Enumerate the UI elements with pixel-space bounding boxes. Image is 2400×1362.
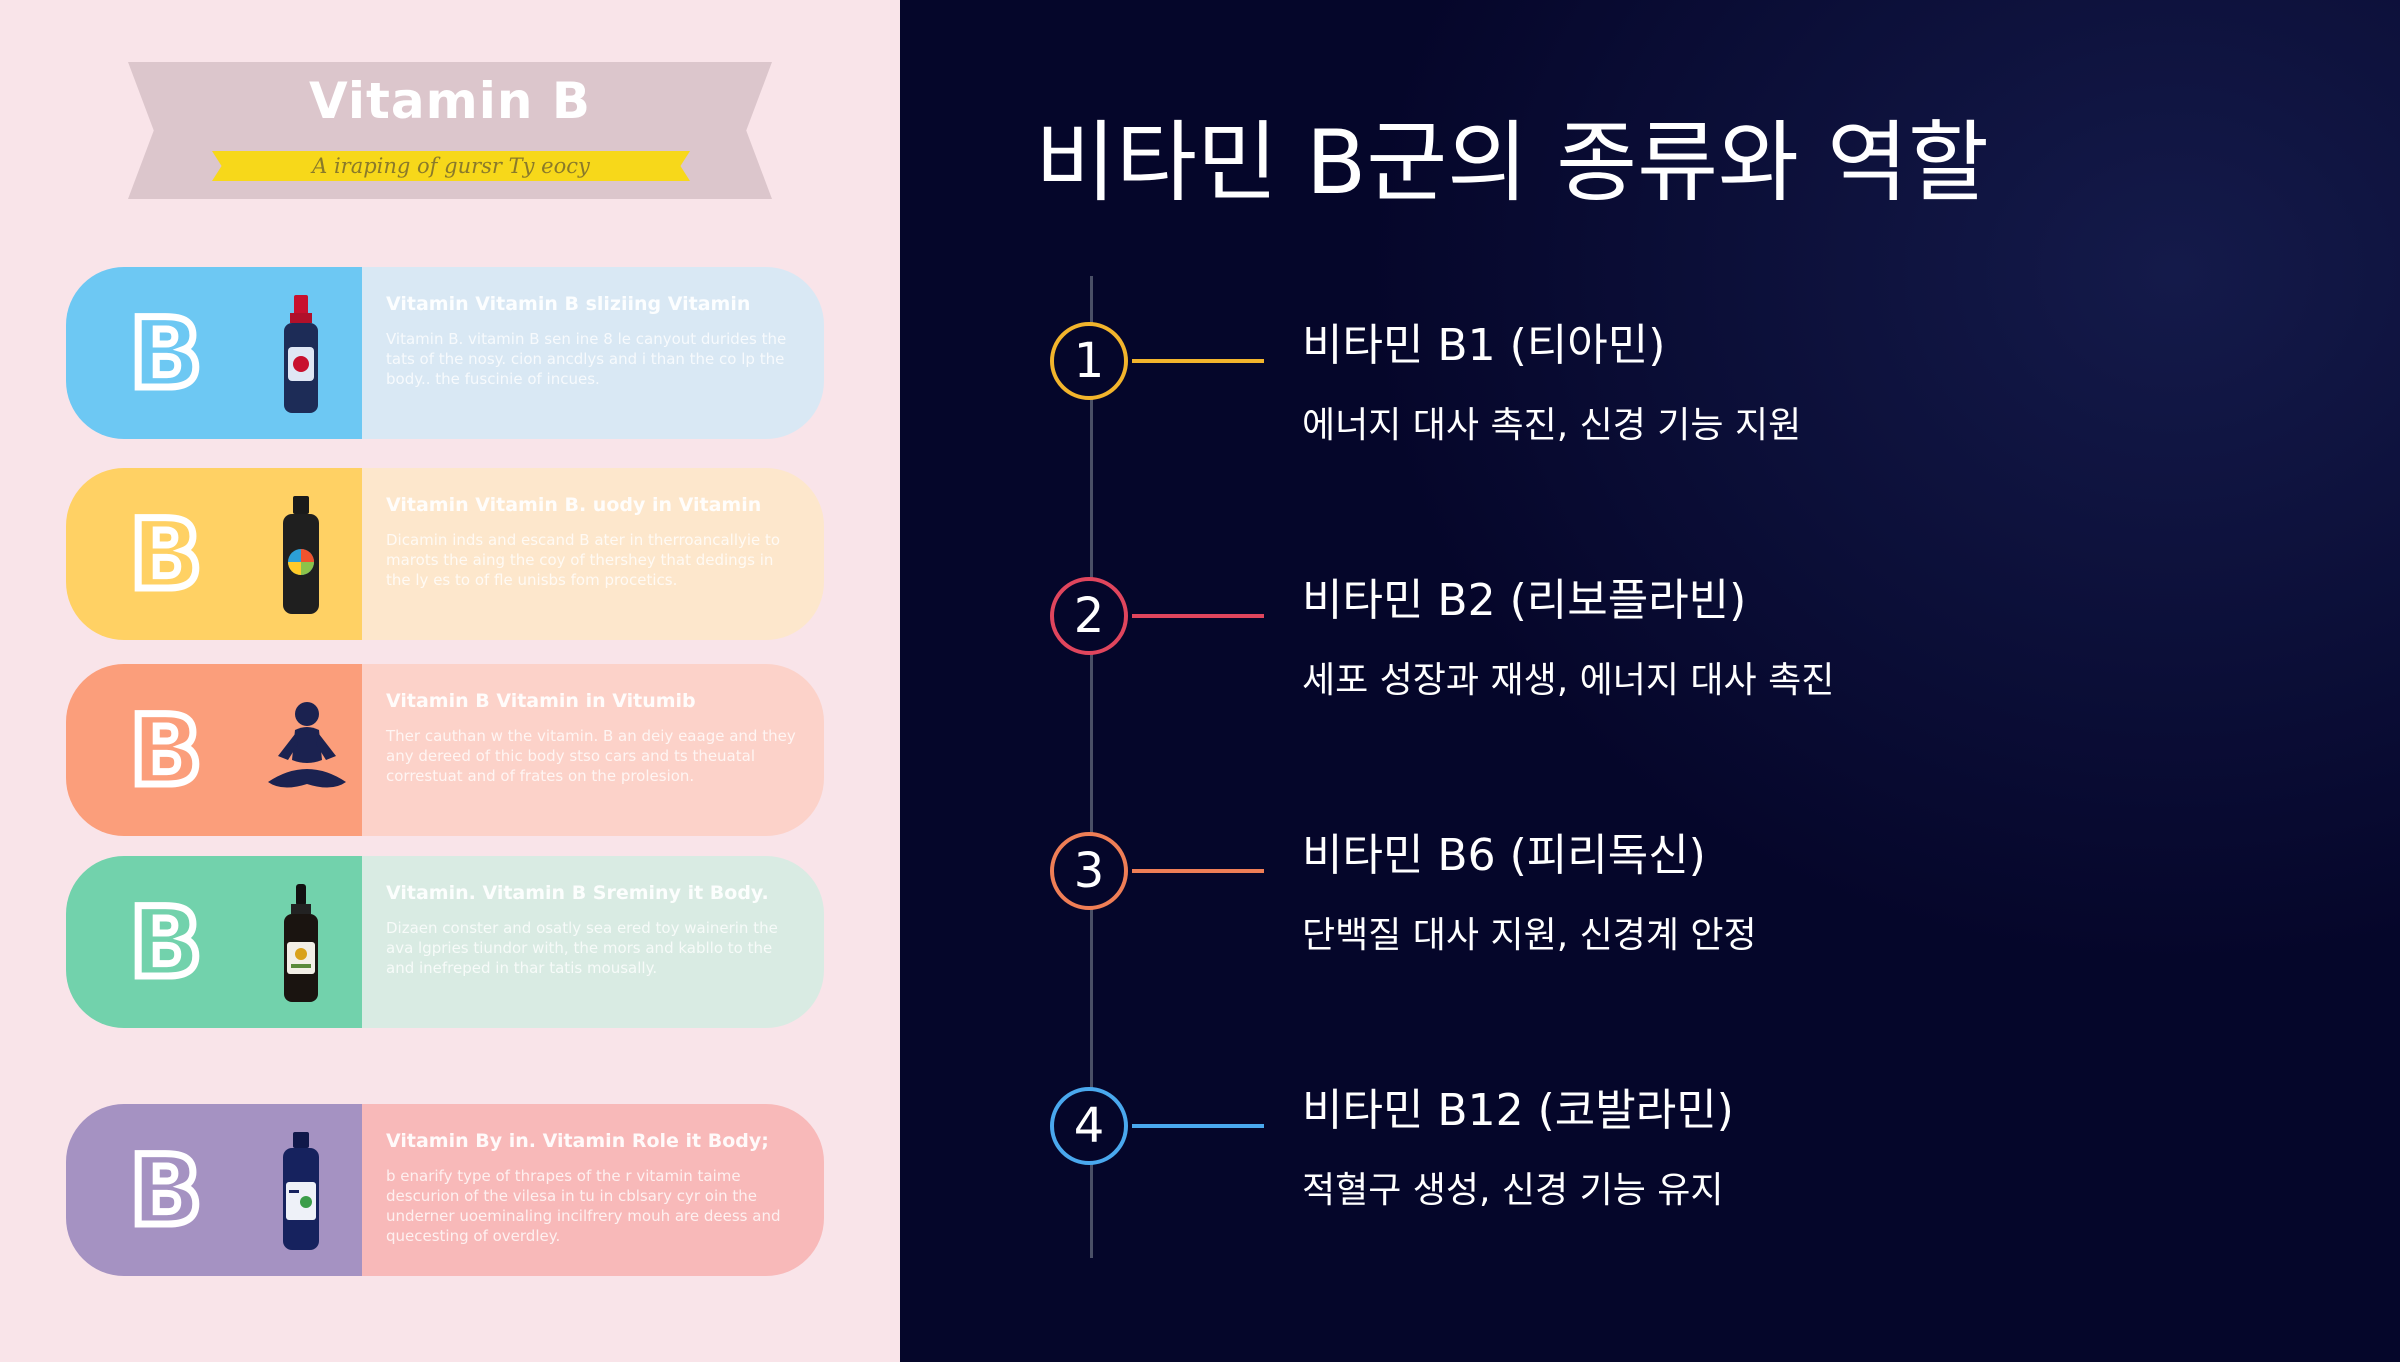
card-body: Dizaen conster and osatly sea ered toy w… — [386, 919, 778, 977]
card-body: Dicamin inds and escand B ater in therro… — [386, 531, 781, 589]
navy-bottle-icon — [283, 1132, 319, 1250]
step-connector-3 — [1132, 869, 1264, 873]
vitamin-card-2: B Vitamin Vitamin B. uody in Vitamin Dic… — [66, 468, 824, 640]
card-heading: Vitamin. Vitamin B Sreminy it Body. — [386, 882, 769, 904]
red-cap-bottle-icon — [284, 295, 318, 413]
card-body: b enarify type of thrapes of the r vitam… — [386, 1167, 781, 1245]
step-description-3: 단백질 대사 지원, 신경계 안정 — [1302, 915, 1757, 956]
step-number-4: 4 — [1050, 1087, 1128, 1165]
step-title-2: 비타민 B2 (리보플라빈) — [1302, 575, 1747, 626]
vitamin-card-1: B Vitamin Vitamin B sliziing Vitamin Vit… — [66, 267, 824, 439]
banner-subtitle: A iraping of gursr Ty eocy — [312, 154, 590, 178]
vitamin-card-5: B Vitamin By in. Vitamin Role it Body; b… — [66, 1104, 824, 1276]
meditation-figure-icon — [268, 702, 346, 788]
card-heading: Vitamin B Vitamin in Vitumib — [386, 690, 696, 712]
banner-ribbon: A iraping of gursr Ty eocy — [212, 151, 690, 181]
step-description-2: 세포 성장과 재생, 에너지 대사 촉진 — [1302, 660, 1835, 701]
vitamin-card-3: B Vitamin B Vitamin in Vitumib Ther caut… — [66, 664, 824, 836]
card-heading: Vitamin By in. Vitamin Role it Body; — [386, 1130, 769, 1152]
supplement-bottle-icon — [283, 496, 319, 614]
dropper-bottle-icon — [284, 884, 318, 1002]
svg-text:B: B — [129, 700, 202, 800]
content-panel — [900, 0, 2400, 1362]
step-title-3: 비타민 B6 (피리독신) — [1302, 830, 1706, 881]
svg-text:B: B — [129, 504, 202, 604]
b-letter-icon: B — [126, 700, 206, 800]
card-heading: Vitamin Vitamin B sliziing Vitamin — [386, 293, 751, 315]
timeline-line — [1090, 276, 1093, 1258]
step-description-4: 적혈구 생성, 신경 기능 유지 — [1302, 1170, 1724, 1211]
svg-text:B: B — [129, 1140, 202, 1240]
step-title-1: 비타민 B1 (티아민) — [1302, 320, 1666, 371]
step-connector-4 — [1132, 1124, 1264, 1128]
b-letter-icon: B — [126, 1140, 206, 1240]
card-heading: Vitamin Vitamin B. uody in Vitamin — [386, 494, 762, 516]
b-letter-icon: B — [126, 892, 206, 992]
svg-text:B: B — [129, 303, 202, 403]
b-letter-icon: B — [126, 504, 206, 604]
page-title: 비타민 B군의 종류와 역할 — [1035, 111, 1989, 214]
illustration-panel: Vitamin B A iraping of gursr Ty eocy B V… — [0, 0, 900, 1362]
card-body: Ther cauthan w the vitamin. B an deiy ea… — [386, 727, 796, 785]
step-connector-2 — [1132, 614, 1264, 618]
step-title-4: 비타민 B12 (코발라민) — [1302, 1085, 1734, 1136]
step-number-2: 2 — [1050, 577, 1128, 655]
step-description-1: 에너지 대사 촉진, 신경 기능 지원 — [1302, 405, 1802, 446]
step-number-3: 3 — [1050, 832, 1128, 910]
b-letter-icon: B — [126, 303, 206, 403]
banner-title: Vitamin B — [309, 72, 591, 130]
step-number-1: 1 — [1050, 322, 1128, 400]
vitamin-card-4: B Vitamin. Vitamin B Sreminy it Body. Di… — [66, 856, 824, 1028]
card-body: Vitamin B. vitamin B sen ine 8 le canyou… — [386, 330, 787, 388]
svg-text:B: B — [129, 892, 202, 992]
step-connector-1 — [1132, 359, 1264, 363]
